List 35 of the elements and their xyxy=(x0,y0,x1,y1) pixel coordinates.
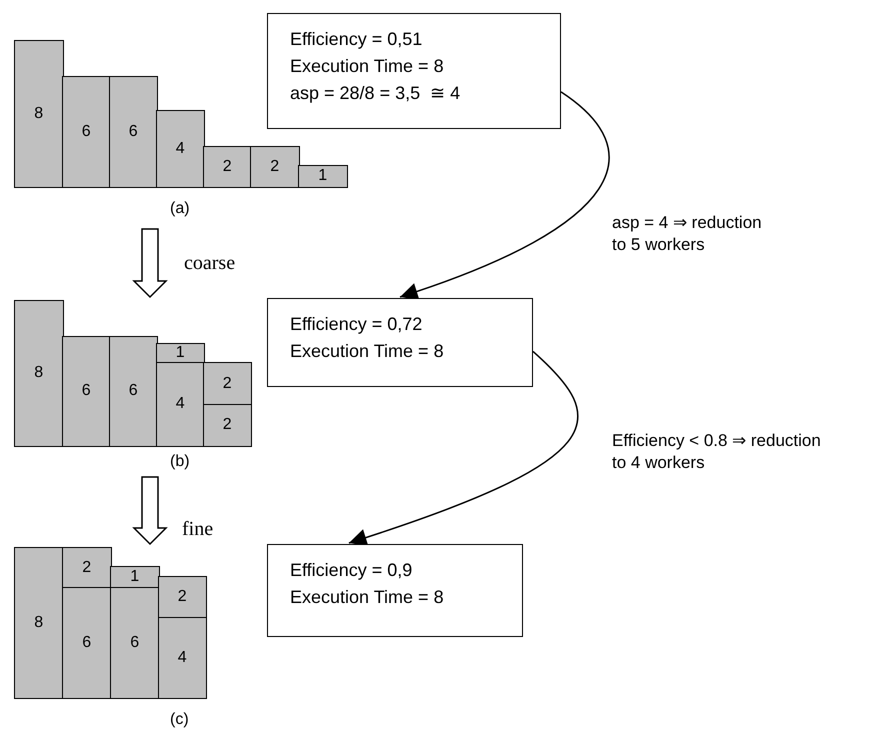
task-block: 6 xyxy=(62,587,112,698)
task-block: 2 xyxy=(62,547,112,588)
text-line: Execution Time = 8 xyxy=(290,340,445,363)
hollow-arrow xyxy=(132,228,168,298)
task-block: 6 xyxy=(62,336,110,446)
text-line: Execution Time = 8 xyxy=(290,55,445,78)
task-block: 4 xyxy=(156,110,204,188)
task-block: 1 xyxy=(156,343,204,364)
task-block: 4 xyxy=(156,362,204,446)
text-line: Efficiency = 0,9 xyxy=(290,559,414,582)
task-block: 2 xyxy=(203,146,252,188)
task-block: 6 xyxy=(62,76,110,188)
text-line: Efficiency = 0,72 xyxy=(290,313,424,336)
text-line: asp = 28/8 = 3,5 ≅ 4 xyxy=(290,82,462,105)
task-block: 6 xyxy=(109,76,158,188)
task-block: 8 xyxy=(14,40,64,188)
figure-caption: (c) xyxy=(170,711,189,729)
figure-caption: (a) xyxy=(170,200,190,218)
task-block: 2 xyxy=(203,404,252,446)
figure-caption: (b) xyxy=(170,453,190,471)
hollow-arrow xyxy=(132,476,168,546)
text-line: Execution Time = 8 xyxy=(290,586,445,609)
task-block: 6 xyxy=(109,336,158,446)
task-block: 2 xyxy=(203,362,252,406)
task-block: 2 xyxy=(250,146,300,188)
task-block: 2 xyxy=(158,576,206,618)
info-box xyxy=(267,298,533,387)
task-block: 8 xyxy=(14,300,64,446)
task-block: 4 xyxy=(158,617,206,698)
task-block: 1 xyxy=(298,165,348,188)
task-block: 6 xyxy=(110,587,160,698)
task-block: 8 xyxy=(14,547,64,698)
text-line: Efficiency = 0,51 xyxy=(290,28,424,51)
info-box xyxy=(267,544,523,637)
info-box xyxy=(267,13,561,129)
